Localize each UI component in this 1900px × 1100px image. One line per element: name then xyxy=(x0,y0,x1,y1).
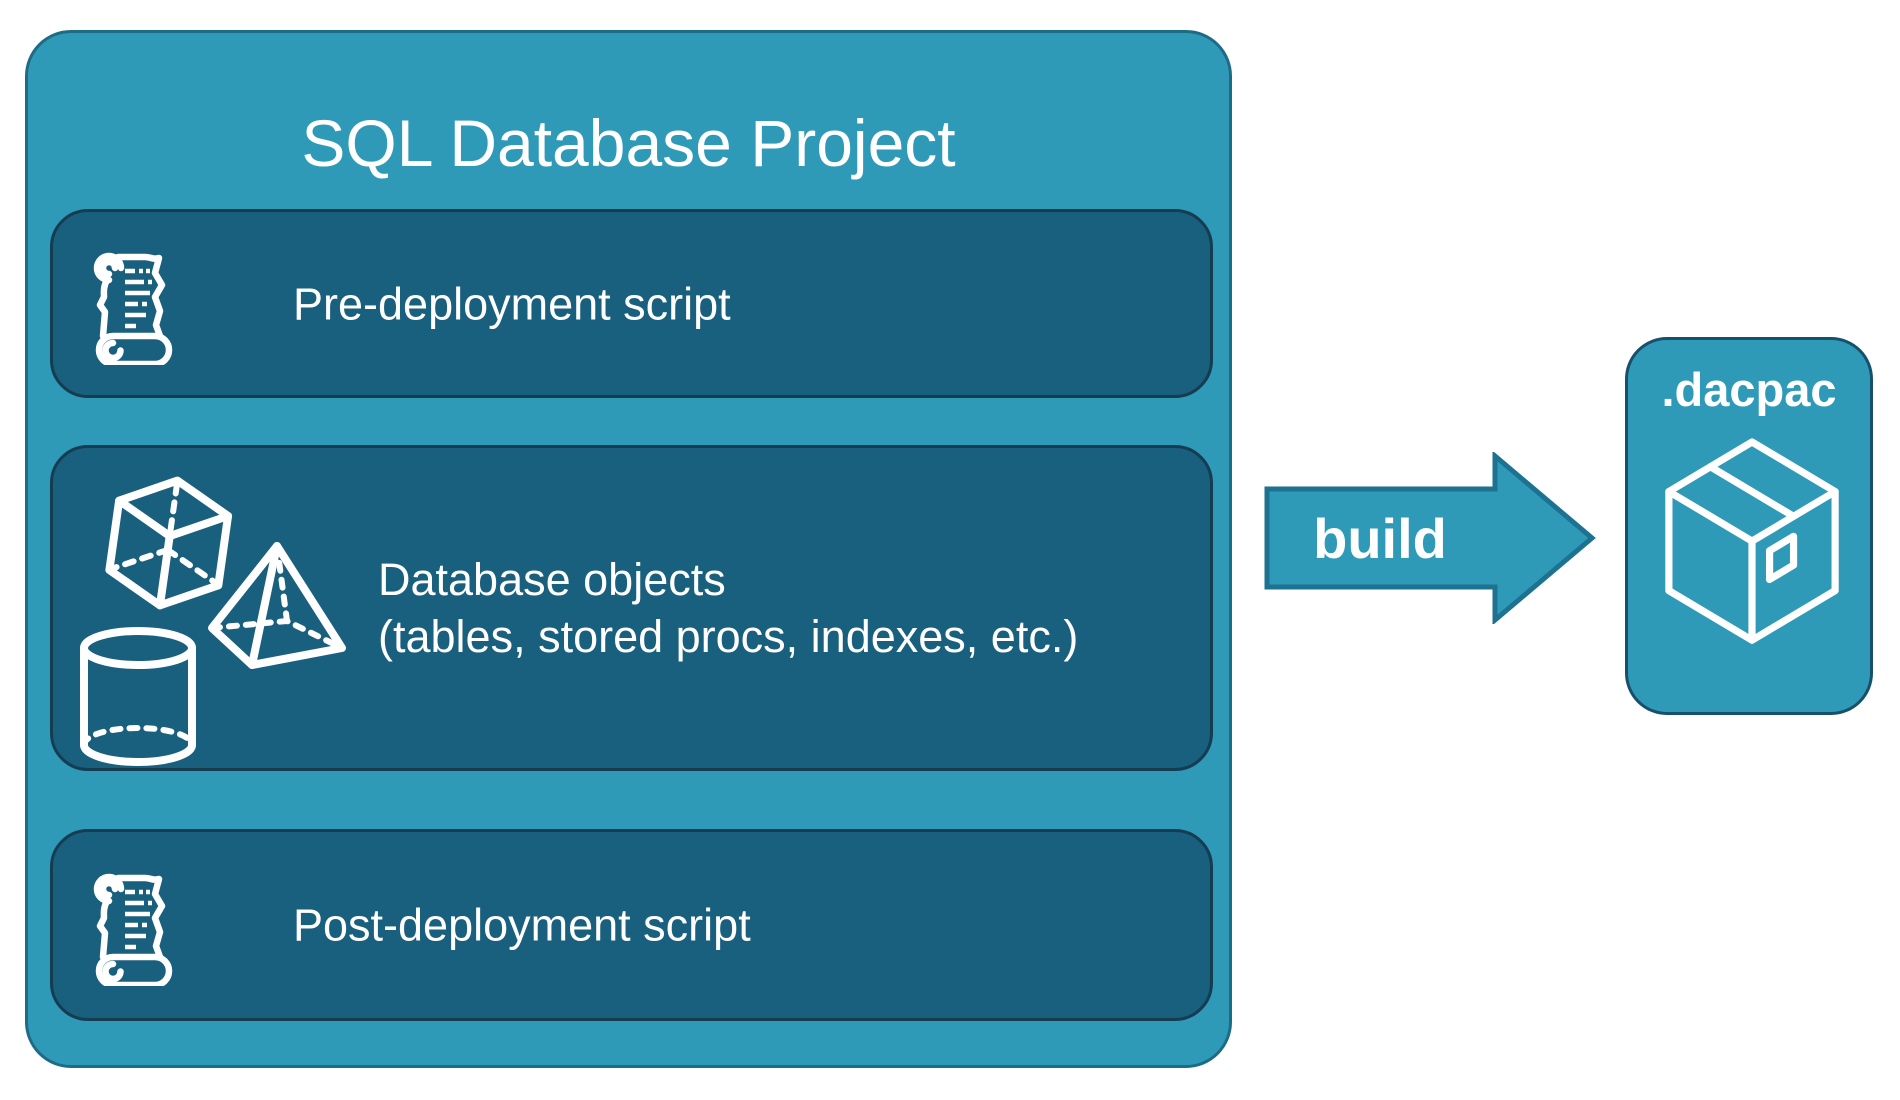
scroll-icon xyxy=(83,864,183,986)
post-deployment-label: Post-deployment script xyxy=(293,899,751,951)
post-deployment-panel: Post-deployment script xyxy=(50,829,1213,1021)
project-title: SQL Database Project xyxy=(301,106,956,181)
sql-database-project-container: SQL Database Project xyxy=(25,30,1232,1068)
database-objects-label-block: Database objects (tables, stored procs, … xyxy=(378,551,1078,665)
database-objects-panel: Database objects (tables, stored procs, … xyxy=(50,445,1213,771)
database-objects-sublabel: (tables, stored procs, indexes, etc.) xyxy=(378,611,1079,662)
database-objects-label: Database objects xyxy=(378,554,726,605)
dacpac-label: .dacpac xyxy=(1661,363,1837,416)
database-objects-shapes-icon xyxy=(79,468,359,768)
cube-icon xyxy=(105,476,233,610)
build-label: build xyxy=(1313,506,1447,570)
package-icon xyxy=(1664,434,1840,645)
pre-deployment-panel: Pre-deployment script xyxy=(50,209,1213,398)
scroll-icon xyxy=(83,243,183,365)
cylinder-icon xyxy=(80,627,196,766)
pre-deployment-label: Pre-deployment script xyxy=(293,278,731,329)
build-arrow-icon xyxy=(1264,452,1596,624)
dacpac-container: .dacpac xyxy=(1625,337,1873,715)
pyramid-icon xyxy=(208,542,346,669)
